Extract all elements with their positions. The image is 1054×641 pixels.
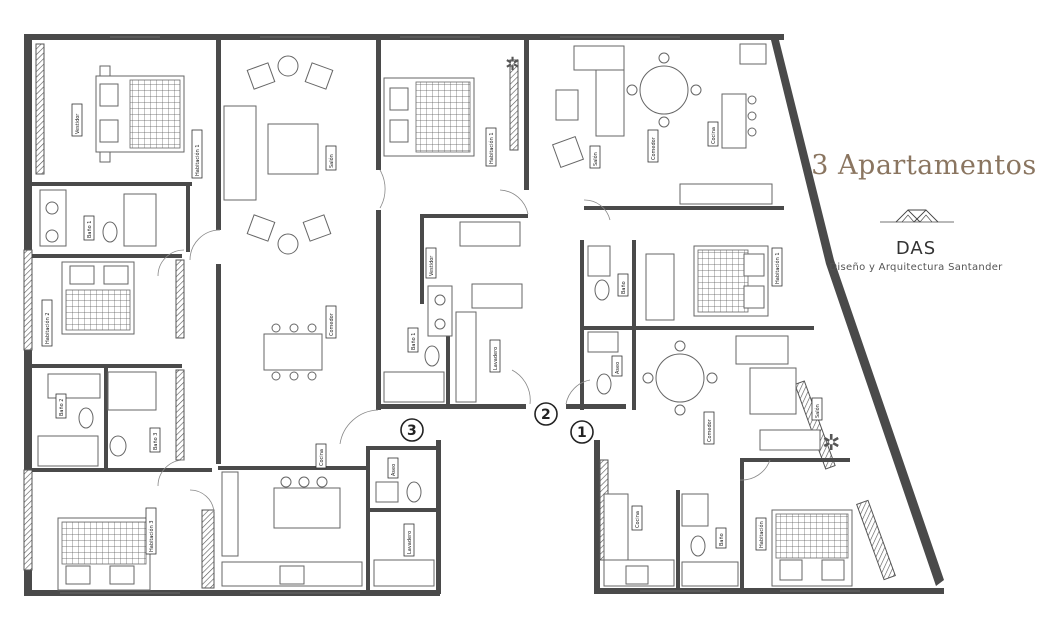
apartment-marker-2: 2 [534,402,558,426]
svg-text:Lavadero: Lavadero [493,347,499,370]
svg-text:Lavadero: Lavadero [407,531,413,554]
room-label-habitacion-3: Habitación 3 [145,507,157,555]
svg-text:Baño 3: Baño 3 [153,433,159,451]
svg-text:✲: ✲ [505,54,520,75]
svg-text:Habitación 1: Habitación 1 [488,132,495,164]
svg-text:Habitación: Habitación [758,521,765,548]
svg-text:Habitación 1: Habitación 1 [194,144,201,176]
svg-text:Comedor: Comedor [707,418,713,442]
room-label-salon-3: Salón [811,397,823,421]
room-label-bano-1-left: Baño 1 [83,215,95,241]
room-label-comedor-1: Comedor [325,305,337,339]
room-label-bano-mid: Baño 1 [407,327,419,353]
svg-text:Vestidor: Vestidor [429,255,435,276]
room-label-cocina-1: Cocina [315,443,327,469]
room-label-bano-right: Baño [617,273,629,297]
room-label-lavadero-2: Lavadero [489,339,501,373]
svg-text:Habitación 2: Habitación 2 [44,312,51,344]
apartment-marker-1: 1 [570,420,594,444]
room-label-cocina-2: Cocina [707,121,719,147]
room-label-bano-2: Baño 2 [55,393,67,419]
svg-text:Cocina: Cocina [319,449,325,466]
svg-text:Baño 1: Baño 1 [411,333,417,351]
apartment-marker-3: 3 [400,418,424,442]
room-label-aseo-2: Aseo [611,355,623,377]
svg-text:Cocina: Cocina [635,511,641,528]
svg-text:Habitación 1: Habitación 1 [774,252,781,284]
room-label-comedor-2: Comedor [647,129,659,163]
room-label-bano-3: Baño 3 [149,427,161,453]
room-label-bano-br: Baño [715,527,727,549]
room-label-salon-1: Salón [325,145,337,171]
windows [60,36,860,594]
brand-subtitle: Diseño y Arquitectura Santander [829,262,1003,273]
svg-text:✲: ✲ [822,431,840,456]
svg-text:Cocina: Cocina [711,127,717,144]
room-label-lavadero-1: Lavadero [403,523,415,557]
svg-text:Baño: Baño [621,281,627,294]
svg-text:Salón: Salón [814,404,821,418]
interior-walls [32,40,850,590]
svg-text:2: 2 [541,407,551,423]
room-label-comedor-3: Comedor [703,411,715,445]
room-labels: Vestidor Habitación 1 Baño 1 Habitación … [41,103,823,557]
room-label-salon-2: Salón [589,145,601,169]
svg-text:Baño 1: Baño 1 [87,221,93,239]
plan-title: 3 Apartamentos [811,150,1037,181]
room-label-habitacion-br: Habitación [755,517,767,551]
svg-text:Comedor: Comedor [651,136,657,160]
svg-text:Habitación 3: Habitación 3 [148,520,155,552]
room-label-aseo-1: Aseo [387,457,399,479]
svg-text:Comedor: Comedor [329,312,335,336]
svg-text:Vestidor: Vestidor [75,113,81,134]
room-label-habitacion-right: Habitación 1 [771,247,783,287]
svg-text:Aseo: Aseo [391,464,397,476]
brand-name: DAS [895,238,937,259]
svg-text:1: 1 [577,425,587,441]
svg-text:Salón: Salón [592,152,599,166]
room-label-habitacion-1-top-left: Habitación 1 [191,129,203,179]
svg-text:Salón: Salón [328,154,335,168]
room-label-vestidor-2: Vestidor [425,247,437,279]
room-label-habitacion-2: Habitación 2 [41,299,53,347]
room-label-cocina-3: Cocina [631,505,643,531]
svg-text:3: 3 [407,423,417,439]
room-label-vestidor: Vestidor [71,103,83,137]
furniture: ✲ ✲ [37,43,853,591]
room-label-habitacion-top: Habitación 1 [485,127,497,167]
svg-text:Aseo: Aseo [615,362,621,374]
door-swings [157,169,771,513]
house-roof-icon [880,209,954,223]
svg-text:Baño: Baño [719,533,725,546]
svg-text:Baño 2: Baño 2 [59,399,65,417]
